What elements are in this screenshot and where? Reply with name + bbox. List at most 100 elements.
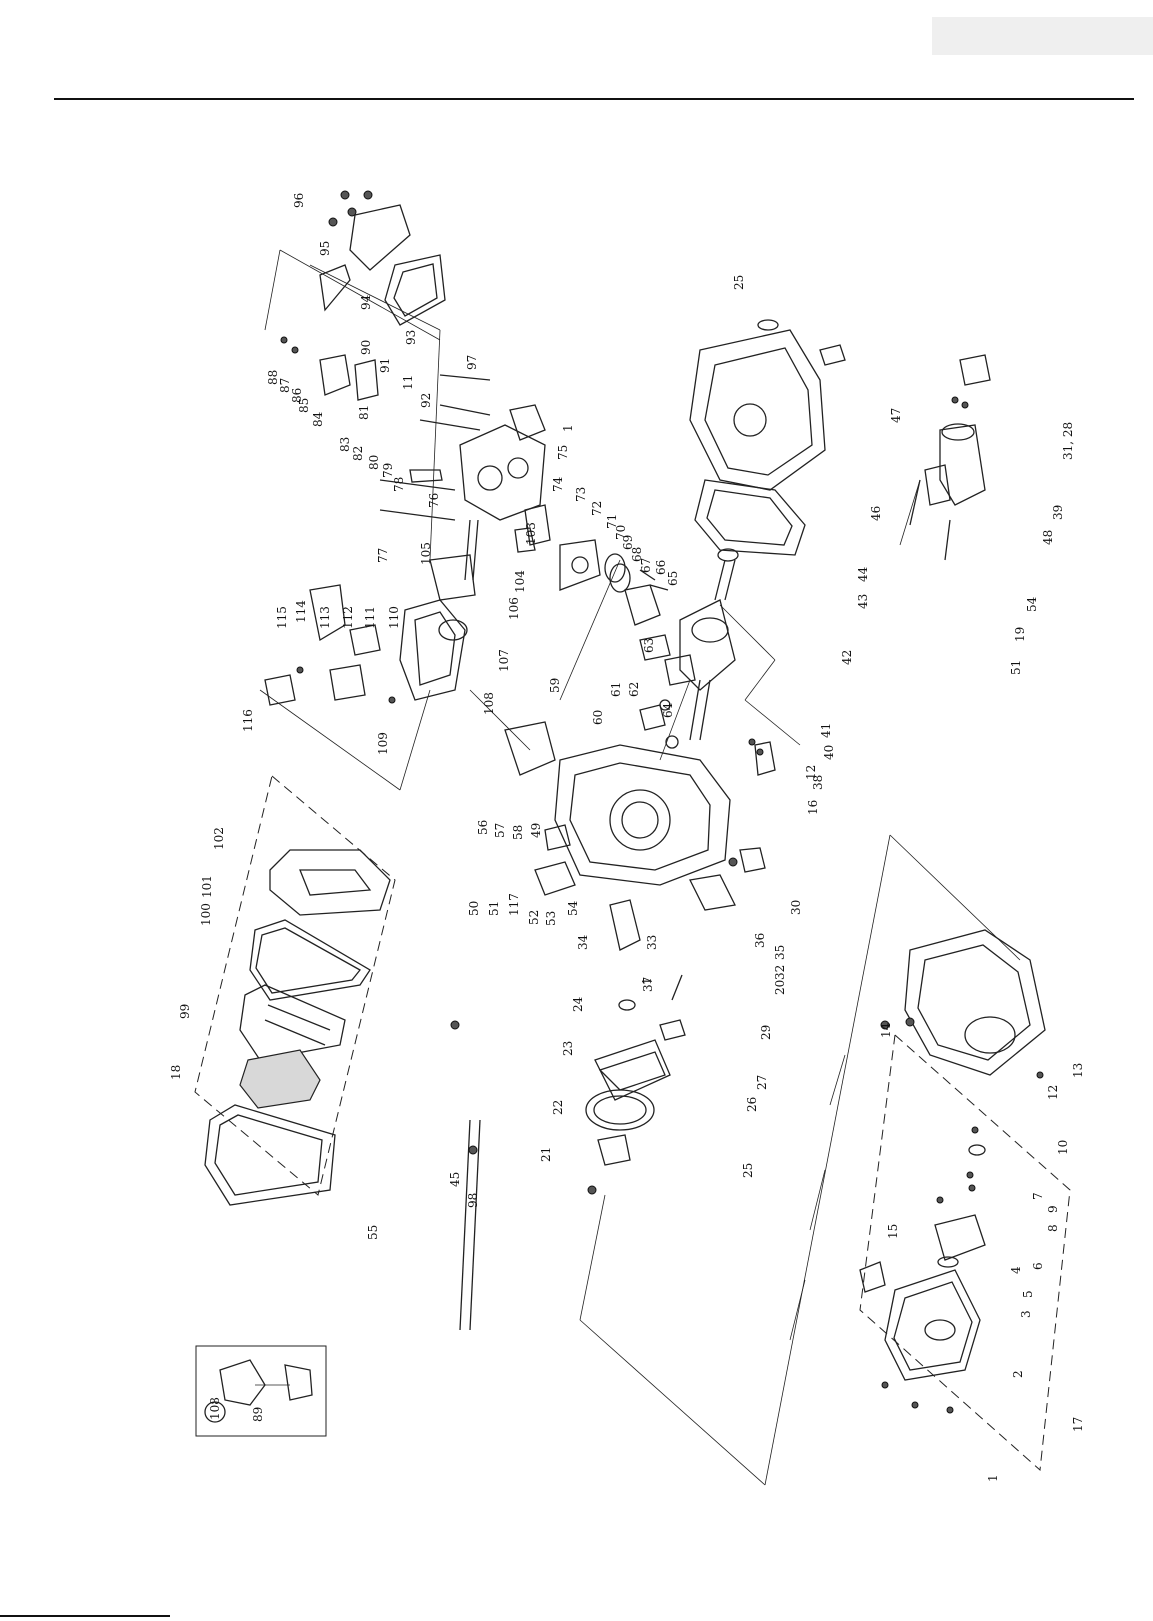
crankshaft-group — [639, 548, 776, 776]
callout-label: 51 — [487, 901, 501, 916]
callout-label: 32 — [773, 965, 787, 980]
callout-label: 5 — [1021, 1290, 1035, 1298]
callout-label: 97 — [465, 355, 479, 370]
callout-label: 83 — [338, 437, 352, 452]
callout-label: 106 — [507, 597, 521, 620]
header-tab — [932, 17, 1153, 55]
callout-label: 88 — [266, 370, 280, 385]
callout-label: 100 — [199, 903, 213, 926]
callout-label: 63 — [642, 638, 656, 653]
callout-label: 44 — [856, 566, 870, 582]
callout-label: 68 — [630, 547, 644, 562]
callout-label: 31, 28 — [1061, 422, 1075, 460]
callout-label: 25 — [732, 275, 746, 290]
callout-label: 7 — [1031, 1192, 1045, 1200]
callout-label: 96 — [292, 193, 306, 208]
callout-label: 22 — [551, 1100, 565, 1115]
callout-label: 103 — [524, 522, 538, 545]
callout-label: 51 — [1009, 660, 1023, 675]
callout-label: 80 — [367, 455, 381, 470]
leader-lines — [259, 249, 1021, 1486]
flywheel-group — [585, 974, 686, 1195]
callout-label: 47 — [889, 408, 903, 423]
callout-label: 110 — [387, 606, 401, 629]
callout-label: 13 — [1071, 1063, 1085, 1078]
callout-label: 72 — [590, 501, 604, 516]
callout-label: 84 — [311, 411, 325, 427]
callout-label: 69 — [621, 535, 635, 550]
callout-label: 14 — [879, 1022, 893, 1038]
callout-label: 11 — [401, 375, 415, 390]
callout-label: 50 — [467, 901, 481, 916]
callout-label: 58 — [511, 825, 525, 840]
callout-label: 25 — [741, 1163, 755, 1178]
callout-label: 109 — [376, 732, 390, 755]
callout-label: 57 — [493, 823, 507, 838]
callout-label: 104 — [513, 570, 527, 593]
callout-label: 27 — [755, 1075, 769, 1090]
callout-label: 91 — [378, 358, 392, 373]
callout-label: 1 — [986, 1474, 1000, 1482]
callout-label: 37 — [641, 977, 655, 992]
callout-label: 4 — [1009, 1266, 1023, 1274]
callout-label: 75 — [556, 445, 570, 460]
callout-label: 111 — [363, 606, 377, 629]
callout-label: 29 — [759, 1025, 773, 1040]
callout-label: 15 — [886, 1224, 900, 1239]
callout-label: 45 — [448, 1172, 462, 1187]
callout-label: 81 — [357, 405, 371, 420]
valve-cover-group — [280, 190, 446, 401]
callout-label: 87 — [278, 378, 292, 393]
callout-label: 1 — [640, 977, 654, 985]
callout-label: 42 — [840, 650, 854, 665]
callout-label: 30 — [789, 900, 803, 915]
callout-label: 102 — [212, 827, 226, 850]
callout-label: 108 — [482, 692, 496, 715]
callout-label: 46 — [869, 506, 883, 521]
callout-label: 34 — [576, 934, 590, 950]
callout-label: 48 — [1041, 530, 1055, 545]
callout-label: 78 — [392, 477, 406, 492]
callout-label: 54 — [1025, 596, 1039, 612]
callout-label: 1 — [561, 424, 575, 432]
air-filter-group — [194, 775, 396, 1206]
callout-label: 94 — [359, 294, 373, 310]
callout-label: 105 — [419, 542, 433, 565]
callout-label: 40 — [822, 745, 836, 760]
callout-label: 79 — [381, 463, 395, 478]
callout-label: 38 — [811, 775, 825, 790]
callout-label: 93 — [404, 330, 418, 345]
callout-label: 85 — [297, 398, 311, 413]
callout-label: 89 — [251, 1407, 265, 1422]
callout-label: 16 — [806, 800, 820, 815]
cylinder-head-group — [379, 374, 551, 581]
callout-label: 108 — [208, 1397, 222, 1420]
callout-label: 67 — [639, 558, 653, 573]
callout-label: 82 — [351, 446, 365, 461]
piston-group — [559, 539, 669, 626]
callout-label: 35 — [773, 945, 787, 960]
starter-motor-group — [909, 354, 991, 561]
callout-label: 3 — [1019, 1310, 1033, 1318]
side-cover-group — [689, 319, 846, 556]
callout-label: 19 — [1013, 627, 1027, 642]
callout-label: 12 — [804, 765, 818, 780]
callout-label: 24 — [571, 996, 585, 1012]
callout-label: 98 — [466, 1193, 480, 1208]
callout-label: 26 — [745, 1097, 759, 1112]
callout-label: 76 — [427, 493, 441, 508]
callout-label: 20 — [773, 980, 787, 995]
callout-label: 6 — [1031, 1262, 1045, 1270]
recoil-starter-group — [859, 929, 1071, 1472]
callout-label: 77 — [376, 548, 390, 563]
callout-label: 66 — [654, 560, 668, 575]
callout-label: 117 — [507, 893, 521, 916]
callout-label: 99 — [178, 1004, 192, 1019]
carburetor-inset — [195, 1345, 327, 1437]
footer-rule — [0, 1615, 170, 1617]
callout-label: 65 — [666, 571, 680, 586]
callout-labels: 96 95 94 93 88 87 86 85 84 90 91 92 97 1… — [169, 193, 1085, 1482]
callout-label: 9 — [1046, 1205, 1060, 1213]
callout-label: 10 — [1056, 1140, 1070, 1155]
callout-label: 112 — [341, 606, 355, 629]
